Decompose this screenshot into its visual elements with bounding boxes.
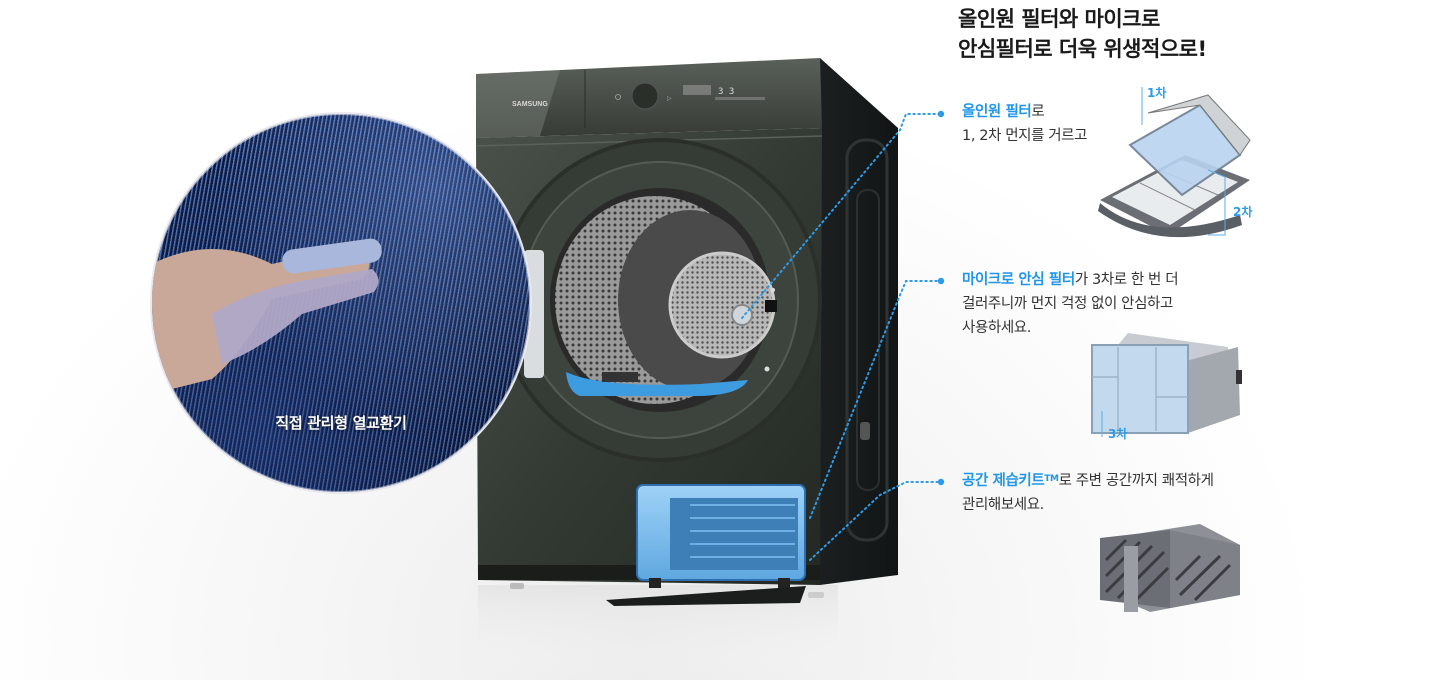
feature-2-highlight: 마이크로 안심 필터	[962, 272, 1075, 288]
feature-3-rest: 로 주변 공간까지 쾌적하게	[1058, 473, 1214, 489]
feature-3-line-1: 공간 제습키트TM로 주변 공간까지 쾌적하게	[962, 469, 1214, 493]
feature-space-dehumidifier-kit: 공간 제습키트TM로 주변 공간까지 쾌적하게 관리해보세요.	[962, 469, 1214, 517]
filter-stage-1-label: 1차	[1147, 86, 1167, 100]
svg-text:▷: ▷	[667, 95, 672, 102]
feature-2-line-2: 걸러주니까 먼지 걱정 없이 안심하고	[962, 296, 1173, 312]
dehumidifier-kit-image	[1100, 524, 1240, 612]
heat-exchanger-closeup: 직접 관리형 열교환기	[150, 112, 532, 494]
page-headline: 올인원 필터와 마이크로 안심필터로 더욱 위생적으로!	[958, 4, 1207, 64]
feature-2-line-1: 마이크로 안심 필터가 3차로 한 번 더	[962, 268, 1179, 292]
headline-line-1: 올인원 필터와 마이크로	[958, 7, 1160, 31]
feature-1-line-1: 올인원 필터로	[962, 100, 1087, 124]
feature-1-rest: 로	[1031, 104, 1045, 120]
trademark-mark: TM	[1044, 474, 1059, 484]
feature-2-line-3: 사용하세요.	[962, 320, 1031, 336]
feature-2-rest: 가 3차로 한 번 더	[1074, 272, 1179, 288]
feature-micro-safe-filter: 마이크로 안심 필터가 3차로 한 번 더 걸러주니까 먼지 걱정 없이 안심하…	[962, 268, 1179, 340]
feature-all-in-one-filter: 올인원 필터로 1, 2차 먼지를 거르고	[962, 100, 1087, 148]
svg-text:3 3: 3 3	[718, 87, 734, 97]
feature-3-highlight: 공간 제습키트	[962, 473, 1045, 489]
feature-1-highlight: 올인원 필터	[962, 104, 1032, 120]
filter-stage-3-label: 3차	[1108, 427, 1128, 441]
headline-line-2: 안심필터로 더욱 위생적으로!	[958, 37, 1207, 61]
feature-1-line-2: 1, 2차 먼지를 거르고	[962, 128, 1088, 144]
hand-brush-illustration	[152, 238, 382, 394]
filter-stage-2-label: 2차	[1233, 205, 1253, 219]
all-in-one-filter-image	[1098, 87, 1251, 238]
micro-safe-filter-image	[1091, 333, 1242, 437]
closeup-caption: 직접 관리형 열교환기	[275, 414, 407, 432]
samsung-logo: SAMSUNG	[512, 101, 548, 108]
feature-3-line-2: 관리해보세요.	[962, 497, 1044, 513]
